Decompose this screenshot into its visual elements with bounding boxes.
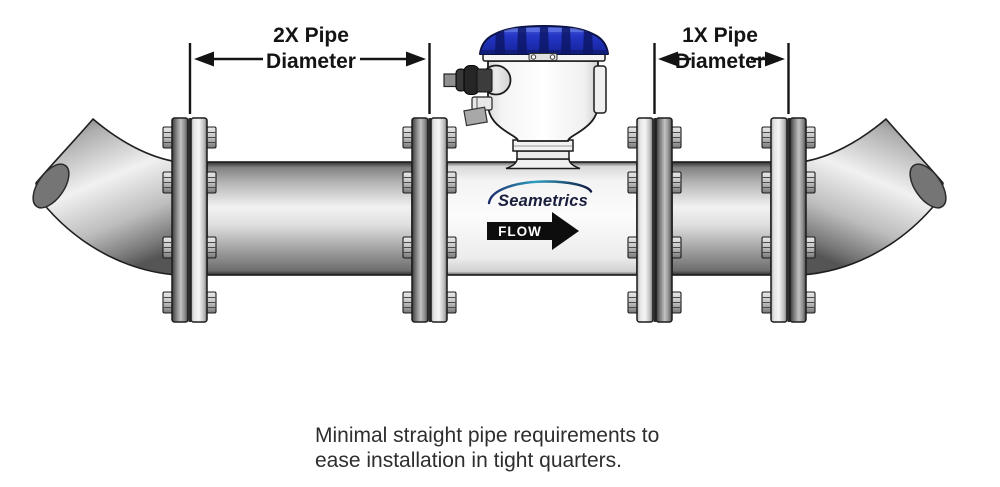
dim-1x-arrowhead-left	[658, 51, 678, 67]
caption-line1: Minimal straight pipe requirements to	[315, 424, 660, 447]
meter-body	[487, 60, 599, 142]
meter-cap-segments	[480, 26, 608, 54]
dimension-label-2x: 2X Pipe Diameter	[226, 23, 396, 75]
dimension-label-1x: 1X Pipe Diameter	[635, 23, 805, 75]
dimension-2x	[188, 43, 431, 114]
pipe-elbow-left	[25, 118, 179, 276]
dimension-1x	[653, 43, 790, 114]
meter-neck-flare	[505, 158, 581, 170]
gland-tip	[443, 73, 458, 88]
dim-1x-arrowhead-right	[765, 51, 785, 67]
brand-logo-text: Seametrics	[498, 192, 589, 210]
caption: Minimal straight pipe requirements to ea…	[315, 424, 735, 473]
flow-arrow	[487, 212, 579, 250]
dimension-label-2x-line2: Diameter	[266, 50, 356, 73]
dimension-label-1x-line2: Diameter	[675, 50, 765, 73]
dimension-label-2x-line1: 2X Pipe	[273, 24, 349, 47]
dimension-label-1x-line1: 1X Pipe	[682, 24, 758, 47]
cable-gland	[443, 65, 493, 95]
pipe-elbow-right	[800, 118, 954, 276]
flow-meter	[443, 25, 609, 170]
gland-collar	[476, 68, 493, 93]
meter-clamp-tab	[463, 106, 488, 127]
brand-swoosh	[487, 180, 593, 205]
dim-2x-arrowhead-right	[406, 51, 426, 67]
pipe-section-upstream-2x	[206, 161, 413, 276]
flow-arrow-label: FLOW	[498, 224, 542, 239]
pipe-section-downstream-1x	[671, 161, 772, 276]
meter-side-tab	[593, 65, 607, 114]
caption-line2: ease installation in tight quarters.	[315, 448, 623, 472]
meter-latch	[528, 53, 558, 61]
meter-tube-section	[446, 161, 638, 276]
dim-2x-arrowhead-left	[194, 51, 214, 67]
meter-neck-lower	[516, 150, 570, 160]
